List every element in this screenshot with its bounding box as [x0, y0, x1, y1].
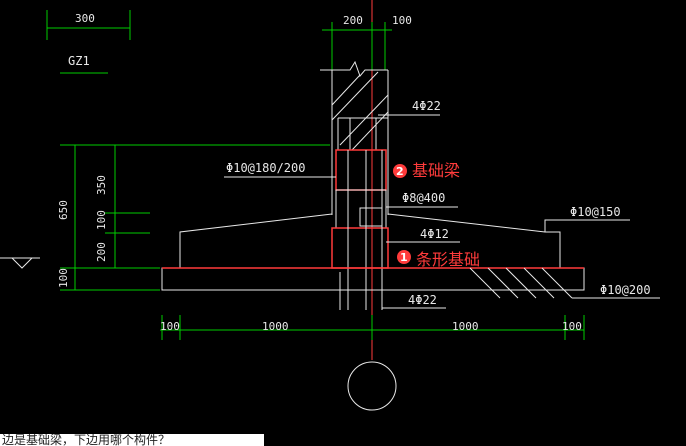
dim-650-text: 650 [57, 200, 70, 220]
bottom-rebar-label: 4Φ22 [408, 293, 437, 307]
base-rebar-label: Φ10@200 [600, 283, 651, 297]
badge-2-text: 2 [396, 165, 404, 178]
bottom-dims [160, 315, 585, 340]
badge-1-text: 1 [400, 251, 408, 264]
dim-200-left-text: 200 [95, 242, 108, 262]
dim-350-text: 350 [95, 175, 108, 195]
badge-2 [393, 164, 407, 178]
dim-top-200-100: 200 100 [322, 14, 412, 70]
axis-bubble [347, 361, 397, 411]
tie-label: Φ8@400 [402, 191, 445, 205]
question-caption: 边是基础梁，下边用哪个构件？ [0, 434, 264, 446]
label-foundation-beam: 基础梁 [412, 161, 460, 180]
wall-column [320, 60, 389, 215]
right-stirrup-leader [544, 219, 630, 232]
rebar-top-label: 4Φ22 [412, 99, 441, 113]
dim-300-text: 300 [75, 12, 95, 25]
foundation-beam [331, 149, 389, 310]
left-vertical-dims [60, 144, 330, 291]
dim-100-top-text: 100 [392, 14, 412, 27]
dim-bottom-100-right: 100 [562, 320, 582, 333]
dim-200-text: 200 [343, 14, 363, 27]
base-rebar-hatch [469, 267, 660, 299]
dim-bottom-100-left: 100 [160, 320, 180, 333]
dim-100-mid-text: 100 [95, 210, 108, 230]
dim-bottom-1000-left: 1000 [262, 320, 289, 333]
dim-100-left-text: 100 [57, 268, 70, 288]
stirrup-label: Φ10@180/200 [226, 161, 305, 175]
dim-300: 300 [46, 10, 131, 40]
dim-bottom-1000-right: 1000 [452, 320, 479, 333]
right-stirrup-label: Φ10@150 [570, 205, 621, 219]
mid-rebar-label: 4Φ12 [420, 227, 449, 241]
ground-level-symbol [0, 257, 40, 269]
badge-1 [397, 250, 411, 264]
column-label-gz1: GZ1 [68, 54, 90, 68]
strip-footing-outline [161, 213, 585, 291]
label-strip-footing: 条形基础 [416, 250, 480, 269]
